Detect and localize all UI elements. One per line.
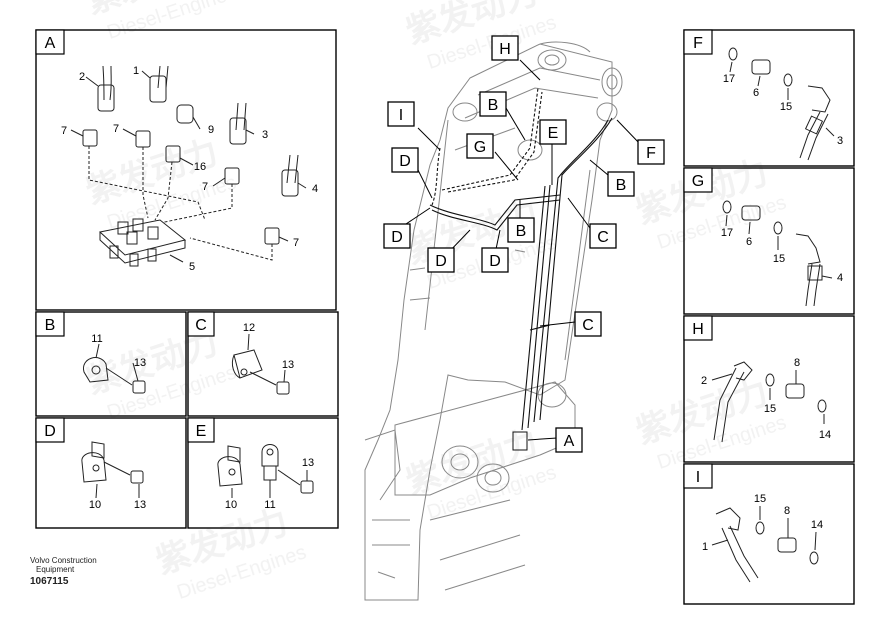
panel-g: G 17 6 15 4 (683, 167, 855, 315)
panel-d: D 10 13 (35, 417, 187, 529)
footer-line2: Equipment (36, 565, 75, 574)
callout-label: F (646, 145, 656, 162)
part-number: 15 (780, 101, 792, 113)
footer-line1: Volvo Construction (30, 556, 97, 565)
callout-label: D (399, 153, 411, 170)
panel-a: A (35, 29, 337, 311)
callout-label: A (564, 433, 575, 450)
part-number: 15 (773, 253, 785, 265)
part-number: 3 (262, 129, 268, 141)
callout-label: I (399, 107, 403, 124)
part-number: 17 (721, 227, 733, 239)
panel-b-letter: B (45, 317, 56, 334)
callout-label: E (548, 125, 559, 142)
part-number: 4 (837, 272, 843, 284)
part-number: 17 (723, 73, 735, 85)
part-number: 14 (811, 519, 823, 531)
part-number: 15 (764, 403, 776, 415)
part-number: 1 (133, 65, 139, 77)
footer: Volvo Construction Equipment 1067115 (30, 556, 97, 587)
part-number: 8 (794, 357, 800, 369)
panel-h: H 2 15 8 14 (683, 315, 855, 463)
part-number: 2 (79, 71, 85, 83)
part-number: 13 (282, 359, 294, 371)
panel-c: C 12 13 (187, 311, 339, 417)
callout-label: B (616, 177, 627, 194)
part-number: 12 (243, 322, 255, 334)
panel-e-letter: E (196, 423, 207, 440)
part-number: 7 (113, 123, 119, 135)
part-number: 3 (837, 135, 843, 147)
part-number: 8 (784, 505, 790, 517)
part-number: 2 (701, 375, 707, 387)
part-number: 6 (746, 236, 752, 248)
part-number: 7 (202, 181, 208, 193)
callout-label: B (516, 223, 527, 240)
panel-b: B 11 13 (35, 311, 187, 417)
panel-f-letter: F (693, 35, 703, 52)
part-number: 5 (189, 261, 195, 273)
part-number: 1 (702, 541, 708, 553)
panel-i-letter: I (696, 469, 700, 486)
callout-label: G (474, 139, 486, 156)
callout-label: D (489, 253, 501, 270)
part-number: 14 (819, 429, 831, 441)
panel-f: F 17 6 15 3 (683, 29, 855, 167)
part-number: 10 (89, 499, 101, 511)
callout-label: C (582, 317, 594, 334)
part-number: 13 (134, 357, 146, 369)
callout-label: D (391, 229, 403, 246)
part-number: 13 (302, 457, 314, 469)
diagram-code: 1067115 (30, 576, 69, 587)
panel-d-letter: D (44, 423, 56, 440)
callout-label: H (499, 41, 511, 58)
part-number: 11 (264, 499, 275, 511)
part-number: 7 (61, 125, 67, 137)
boom-hoses (429, 87, 613, 451)
callouts: H B I E G D F B D B C D D C A (383, 35, 665, 453)
part-number: 11 (91, 333, 102, 345)
panel-a-letter: A (45, 35, 56, 52)
part-number: 6 (753, 87, 759, 99)
panel-c-letter: C (195, 317, 207, 334)
panel-h-letter: H (692, 321, 704, 338)
part-number: 16 (194, 161, 206, 173)
callout-label: C (597, 229, 609, 246)
panel-g-letter: G (692, 173, 704, 190)
panel-i: I 1 15 8 14 (683, 463, 855, 605)
part-number: 9 (208, 124, 214, 136)
callout-label: D (435, 253, 447, 270)
part-number: 15 (754, 493, 766, 505)
part-number: 10 (225, 499, 237, 511)
part-number: 13 (134, 499, 146, 511)
panel-e: E 10 11 13 (187, 417, 339, 529)
part-number: 7 (293, 237, 299, 249)
part-number: 4 (312, 183, 318, 195)
callout-label: B (488, 97, 499, 114)
